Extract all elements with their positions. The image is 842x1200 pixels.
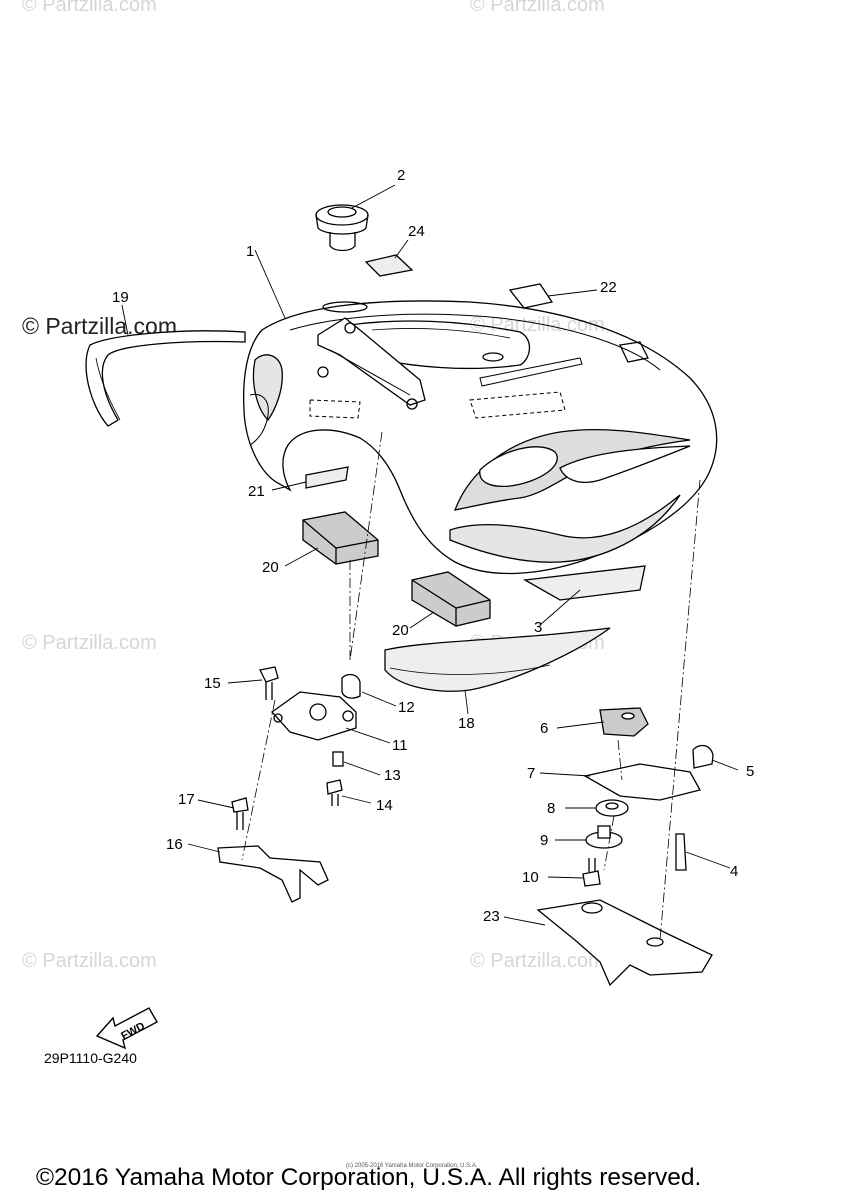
watermark: © Partzilla.com — [470, 0, 605, 16]
callout-17: 17 — [178, 791, 195, 808]
callout-5: 5 — [746, 763, 755, 780]
callout-16: 16 — [166, 836, 183, 853]
callout-14: 14 — [376, 797, 393, 814]
callout-20: 20 — [262, 559, 279, 576]
callout-7: 7 — [527, 765, 536, 782]
pad-21 — [305, 466, 349, 489]
right-mount — [536, 707, 714, 987]
fuel-cap — [315, 204, 369, 252]
callout-20: 20 — [392, 622, 409, 639]
copyright-notice: ©2016 Yamaha Motor Corporation, U.S.A. A… — [36, 1164, 702, 1191]
small-notice: (c) 2005-2016 Yamaha Motor Corporation, … — [346, 1163, 478, 1169]
callout-9: 9 — [540, 832, 549, 849]
callout-24: 24 — [408, 223, 425, 240]
forward-arrow-icon: FWD — [95, 1007, 158, 1050]
callout-13: 13 — [384, 767, 401, 784]
callout-3: 3 — [534, 619, 543, 636]
callout-15: 15 — [204, 675, 221, 692]
callout-1: 1 — [246, 243, 255, 260]
callout-8: 8 — [547, 800, 556, 817]
callout-18: 18 — [458, 715, 475, 732]
callout-23: 23 — [483, 908, 500, 925]
watermark: © Partzilla.com — [470, 950, 605, 972]
callout-2: 2 — [397, 167, 406, 184]
callout-21: 21 — [248, 483, 265, 500]
label-plate — [364, 254, 414, 277]
watermark: © Partzilla.com — [22, 632, 157, 654]
fuel-tank — [242, 300, 718, 575]
seal-strip — [85, 330, 246, 427]
callout-19: 19 — [112, 289, 129, 306]
callout-6: 6 — [540, 720, 549, 737]
callout-11: 11 — [392, 737, 408, 754]
emblem — [508, 283, 554, 309]
part-code: 29P1110-G240 — [44, 1050, 137, 1066]
trim-strip — [384, 627, 611, 692]
callout-12: 12 — [398, 699, 415, 716]
left-mount — [217, 666, 361, 903]
plate-3 — [522, 565, 646, 601]
damper-20 — [302, 511, 379, 565]
callout-10: 10 — [522, 869, 539, 886]
watermark: © Partzilla.com — [22, 0, 157, 16]
callout-22: 22 — [600, 279, 617, 296]
callout-4: 4 — [730, 863, 739, 880]
damper-20b — [411, 571, 491, 627]
watermark: © Partzilla.com — [22, 950, 157, 972]
